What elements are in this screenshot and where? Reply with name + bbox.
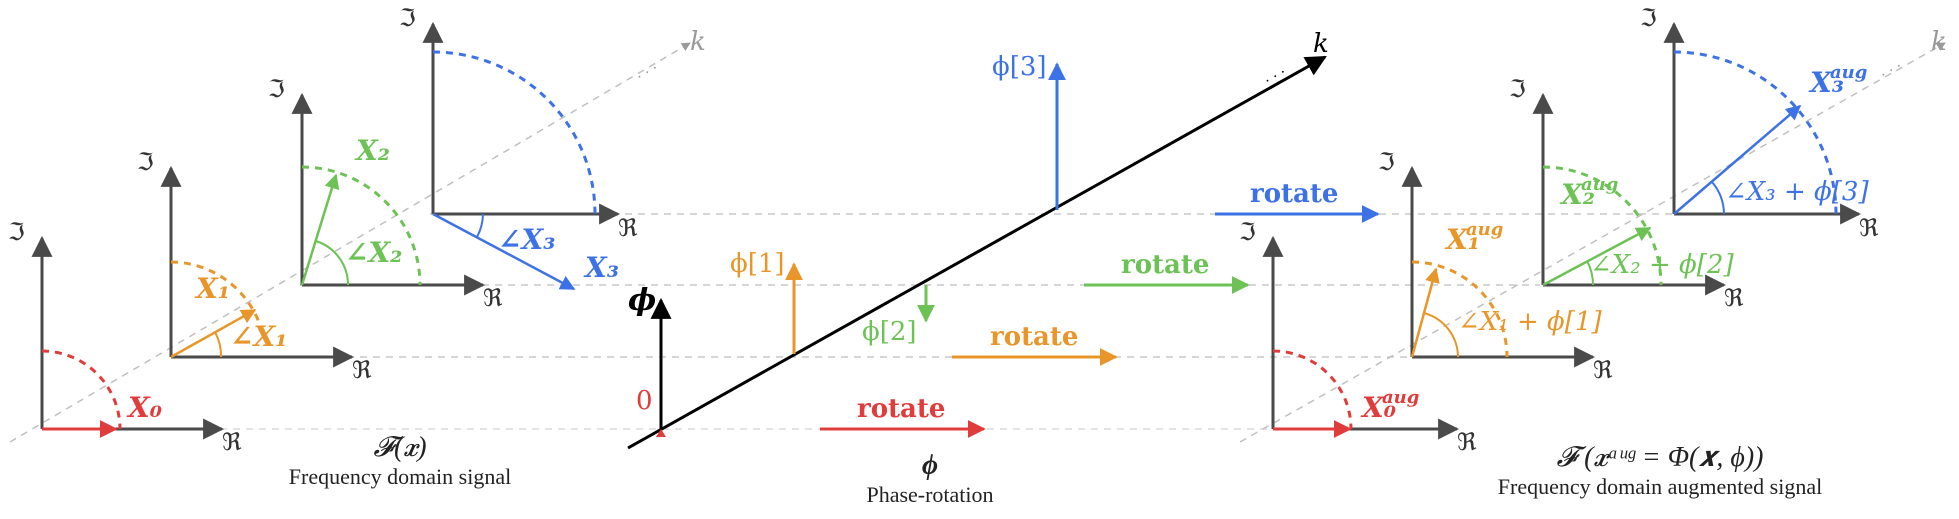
imag-label-aug-3: ℑ [1640,4,1657,32]
real-label-0: ℜ [222,428,242,456]
imag-label-aug-2: ℑ [1509,75,1526,103]
real-label-1: ℜ [352,356,372,384]
label-angle3-aug: ∠X₃ + ϕ[3] [1725,177,1869,207]
vector-x3-aug [1673,105,1802,215]
middle-caption: ϕ Phase-rotation [780,450,1080,508]
left-panel: k · · · ℑ ℜ X₀ ℑ ℜ X₁ ∠X₁ ℑ ℜ X₂ ∠X₂ ℑ ℜ [8,4,706,456]
k-axis-left [9,42,691,443]
label-x0-aug: X₀aug [1360,387,1419,424]
label-x3-aug-sup: aug [1830,62,1867,83]
rotate-label-2: rotate [1121,250,1209,280]
phi2-label: ϕ[2] [862,317,917,347]
angle-arc-aug-2 [1586,260,1595,286]
k-axis-ellipsis-right: · · · [1878,58,1905,83]
rotate-label-3: rotate [1250,179,1338,209]
label-x0: X₀ [126,391,162,424]
label-x2: X₂ [354,134,390,167]
real-label-2: ℜ [483,284,503,312]
zero-label: 0 [636,386,653,416]
right-panel: k · · · ℑ ℜ X₀aug ℑ ℜ X₁aug ∠X₁ + ϕ[1] ℑ… [1239,4,1947,456]
label-x1-aug-sup: aug [1466,219,1503,240]
label-angle1: ∠X₁ [230,320,287,353]
angle-arc-1 [214,331,223,358]
label-x0-aug-sup: aug [1382,387,1419,408]
real-label-3: ℜ [618,214,638,242]
arc-1 [170,260,262,326]
middle-panel: ϕ 0 k · · · ϕ[1] ϕ[2] ϕ[3] rotate rotate… [627,29,1380,450]
k-axis-ellipsis-left: · · · [634,60,661,85]
k-axis-label-left: k [690,27,706,57]
label-x2-aug: X₂aug [1559,174,1618,211]
phi-axis-label: ϕ [628,283,656,318]
right-caption-text: Frequency domain augmented signal [1497,474,1823,499]
vector-x1 [170,308,257,359]
angle-arc-3 [476,213,484,238]
real-label-aug-3: ℜ [1859,214,1879,242]
k-axis-ellipsis-middle: · · · [1262,64,1289,89]
label-angle2-aug: ∠X₂ + ϕ[2] [1590,250,1734,280]
left-caption-text: Frequency domain signal [288,464,512,489]
arc-aug-0 [1272,349,1353,430]
k-axis-right [1239,42,1946,443]
vector-x2 [300,173,340,286]
label-x1: X₁ [194,272,230,305]
real-label-aug-1: ℜ [1593,356,1613,384]
imag-label-1: ℑ [137,148,154,176]
phi1-label: ϕ[1] [730,249,785,279]
label-x3: X₃ [583,251,619,284]
label-x3-aug-main: X₃ [1808,66,1844,99]
middle-caption-text: Phase-rotation [866,482,994,507]
label-x2-aug-main: X₂ [1559,178,1595,211]
vector-x3 [432,212,576,291]
arc-0 [41,349,122,430]
phi0-marker [656,429,666,437]
k-axis-middle [627,55,1327,450]
imag-label-3: ℑ [399,4,416,32]
imag-label-aug-1: ℑ [1378,148,1395,176]
imag-label-2: ℑ [268,75,285,103]
left-caption: 𝓕(𝒙) Frequency domain signal [230,432,570,490]
real-label-aug-0: ℜ [1457,428,1477,456]
real-label-aug-2: ℜ [1724,284,1744,312]
imag-label-aug-0: ℑ [1239,218,1256,246]
vector-x2-aug [1542,226,1652,287]
label-x2-aug-sup: aug [1581,174,1618,195]
label-x3-aug: X₃aug [1808,62,1867,99]
k-axis-label-middle: k [1313,29,1329,59]
label-x1-aug: X₁aug [1444,219,1503,256]
rotate-label-0: rotate [857,394,945,424]
k-axis-label-right: k [1931,27,1947,57]
label-angle1-aug: ∠X₁ + ϕ[1] [1458,307,1602,337]
label-x0-aug-main: X₀ [1360,391,1396,424]
label-angle2: ∠X₂ [345,236,402,269]
label-x1-aug-main: X₁ [1444,223,1480,256]
angle-arc-aug-1 [1423,312,1459,358]
label-angle3: ∠X₃ [498,223,555,256]
arc-2 [301,165,422,286]
arc-3 [432,50,597,215]
right-caption: 𝓕 (𝒙ᵃᵘᵍ = Φ(𝒙, ϕ)) Frequency domain augm… [1410,442,1910,500]
phi3-label: ϕ[3] [992,52,1047,82]
arc-aug-1 [1411,260,1509,358]
imag-label-0: ℑ [8,218,25,246]
rotate-label-1: rotate [990,322,1078,352]
left-caption-formula: 𝓕(𝒙) [373,432,427,463]
angle-arc-2 [315,240,350,286]
arc-aug-2 [1542,165,1663,286]
right-caption-formula: 𝓕 (𝒙ᵃᵘᵍ = Φ(𝒙, ϕ)) [1556,442,1764,473]
angle-arc-aug-3 [1711,181,1725,215]
middle-caption-formula: ϕ [921,450,939,481]
guide-lines [90,213,1680,430]
